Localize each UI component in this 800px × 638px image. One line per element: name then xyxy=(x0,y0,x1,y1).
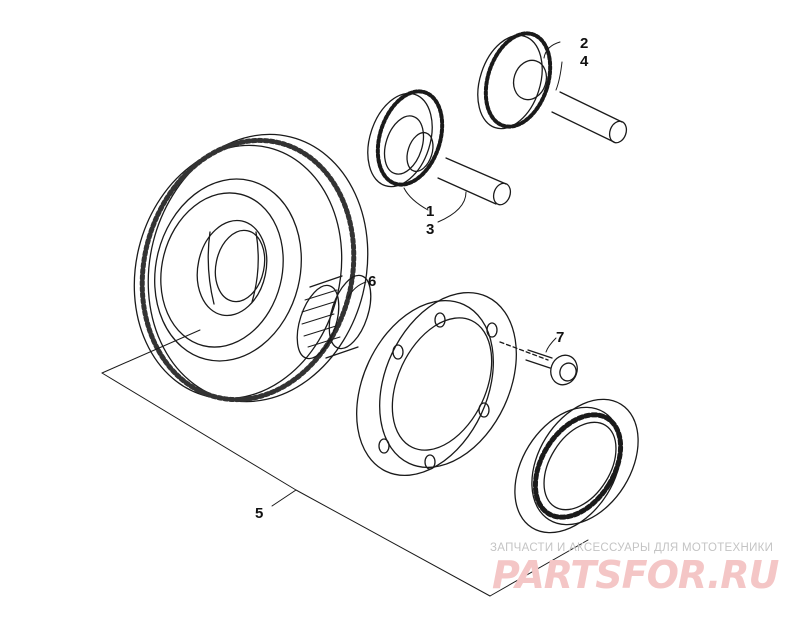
assembly-bracket xyxy=(101,329,589,597)
callout-4: 4 xyxy=(580,53,589,70)
small-gear-top xyxy=(477,31,628,144)
callout-5: 5 xyxy=(255,505,263,522)
bolt xyxy=(499,341,578,386)
callout-7: 7 xyxy=(556,329,564,346)
callout-1: 1 xyxy=(426,203,434,220)
clutch-housing xyxy=(356,291,517,477)
callout-6: 6 xyxy=(368,273,376,290)
callout-2: 2 xyxy=(580,35,588,52)
watermark-logo: PARTSFOR.RU xyxy=(492,553,780,597)
leader-lines xyxy=(347,41,563,353)
callout-3: 3 xyxy=(426,221,434,238)
small-gear-upper xyxy=(367,89,512,206)
watermark-tagline: ЗАПЧАСТИ И АКСЕССУАРЫ ДЛЯ МОТОТЕХНИКИ xyxy=(490,542,773,554)
large-gear xyxy=(133,133,369,403)
needle-bearing xyxy=(296,274,372,360)
sprag-clutch xyxy=(514,398,639,534)
